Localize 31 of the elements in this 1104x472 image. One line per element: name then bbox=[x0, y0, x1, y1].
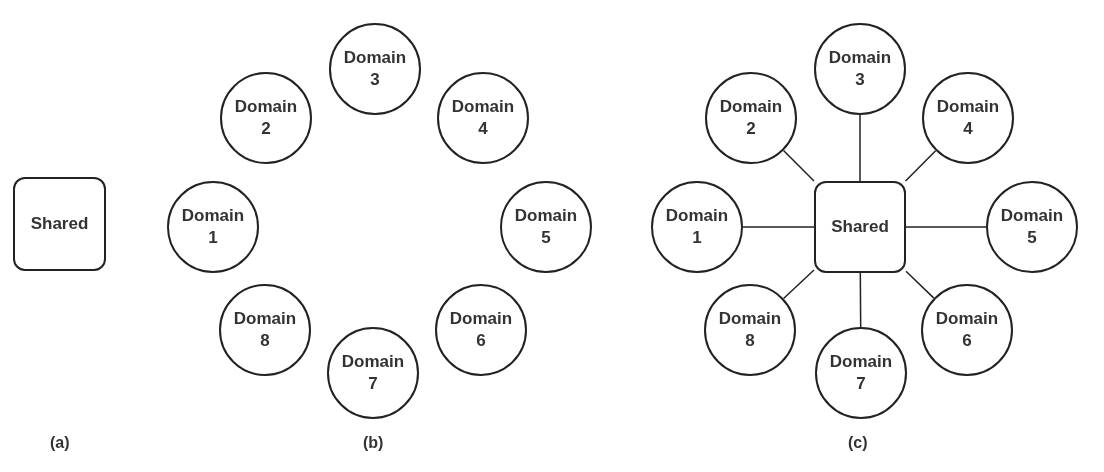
node-label: Domain 5 bbox=[999, 204, 1065, 249]
connector-line bbox=[859, 272, 862, 328]
node-label: Domain 2 bbox=[233, 95, 299, 140]
panel-label: (a) bbox=[50, 434, 70, 452]
node-label: Domain 1 bbox=[664, 204, 730, 249]
node-label: Domain 7 bbox=[828, 350, 894, 395]
node-label: Domain 3 bbox=[342, 46, 408, 91]
connector-line bbox=[905, 226, 987, 228]
node-label: Domain 4 bbox=[935, 95, 1001, 140]
node-label: Domain 5 bbox=[513, 204, 579, 249]
panel-label: (c) bbox=[848, 434, 868, 452]
node-label: Domain 2 bbox=[718, 95, 784, 140]
node-label: Shared bbox=[30, 212, 89, 235]
node-label: Domain 8 bbox=[717, 307, 783, 352]
node-label: Domain 8 bbox=[232, 307, 298, 352]
node-label: Domain 1 bbox=[180, 204, 246, 249]
node-label: Domain 6 bbox=[448, 307, 514, 352]
connector-line bbox=[904, 149, 937, 182]
panel-label: (b) bbox=[363, 434, 384, 452]
connector-line bbox=[782, 149, 815, 182]
connector-line bbox=[859, 114, 861, 182]
node-label: Domain 4 bbox=[450, 95, 516, 140]
rounded-box bbox=[814, 181, 906, 273]
connector-line bbox=[905, 270, 935, 299]
node-label: Domain 6 bbox=[934, 307, 1000, 352]
connector-line bbox=[782, 269, 815, 300]
node-label: Shared bbox=[831, 215, 889, 238]
node-label: Domain 7 bbox=[340, 350, 406, 395]
node-label: Domain 3 bbox=[827, 46, 893, 91]
rounded-box bbox=[13, 177, 106, 271]
connector-line bbox=[742, 226, 815, 228]
